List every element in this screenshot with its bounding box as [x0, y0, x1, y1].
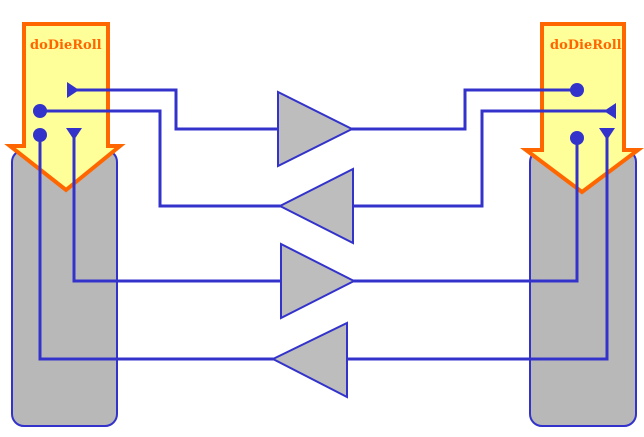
left-process: doDieRoll — [4, 22, 126, 427]
left-process-arrow — [4, 22, 126, 193]
right-output-port-top — [570, 83, 584, 97]
channel-3 — [66, 128, 584, 320]
channel-1 — [67, 82, 584, 168]
right-process: doDieRoll — [520, 22, 644, 427]
channel-3-buffer — [280, 242, 357, 320]
left-output-port-top — [33, 104, 47, 118]
channel-2-buffer — [277, 167, 354, 245]
right-input-port-top — [604, 103, 616, 119]
left-input-port-bottom — [66, 128, 82, 140]
left-process-panel — [11, 149, 118, 427]
channel-4-wire — [38, 134, 609, 361]
right-output-port-bottom — [570, 131, 584, 145]
right-input-port-bottom — [599, 128, 615, 140]
channel-1-buffer — [277, 90, 355, 168]
right-process-label: doDieRoll — [550, 38, 622, 53]
channel-4-buffer — [270, 321, 348, 399]
channel-4 — [33, 128, 615, 399]
channel-2 — [33, 103, 616, 245]
left-output-port-bottom — [33, 128, 47, 142]
left-input-port-top — [67, 82, 79, 98]
right-process-arrow — [520, 22, 644, 195]
left-process-label: doDieRoll — [30, 38, 102, 53]
